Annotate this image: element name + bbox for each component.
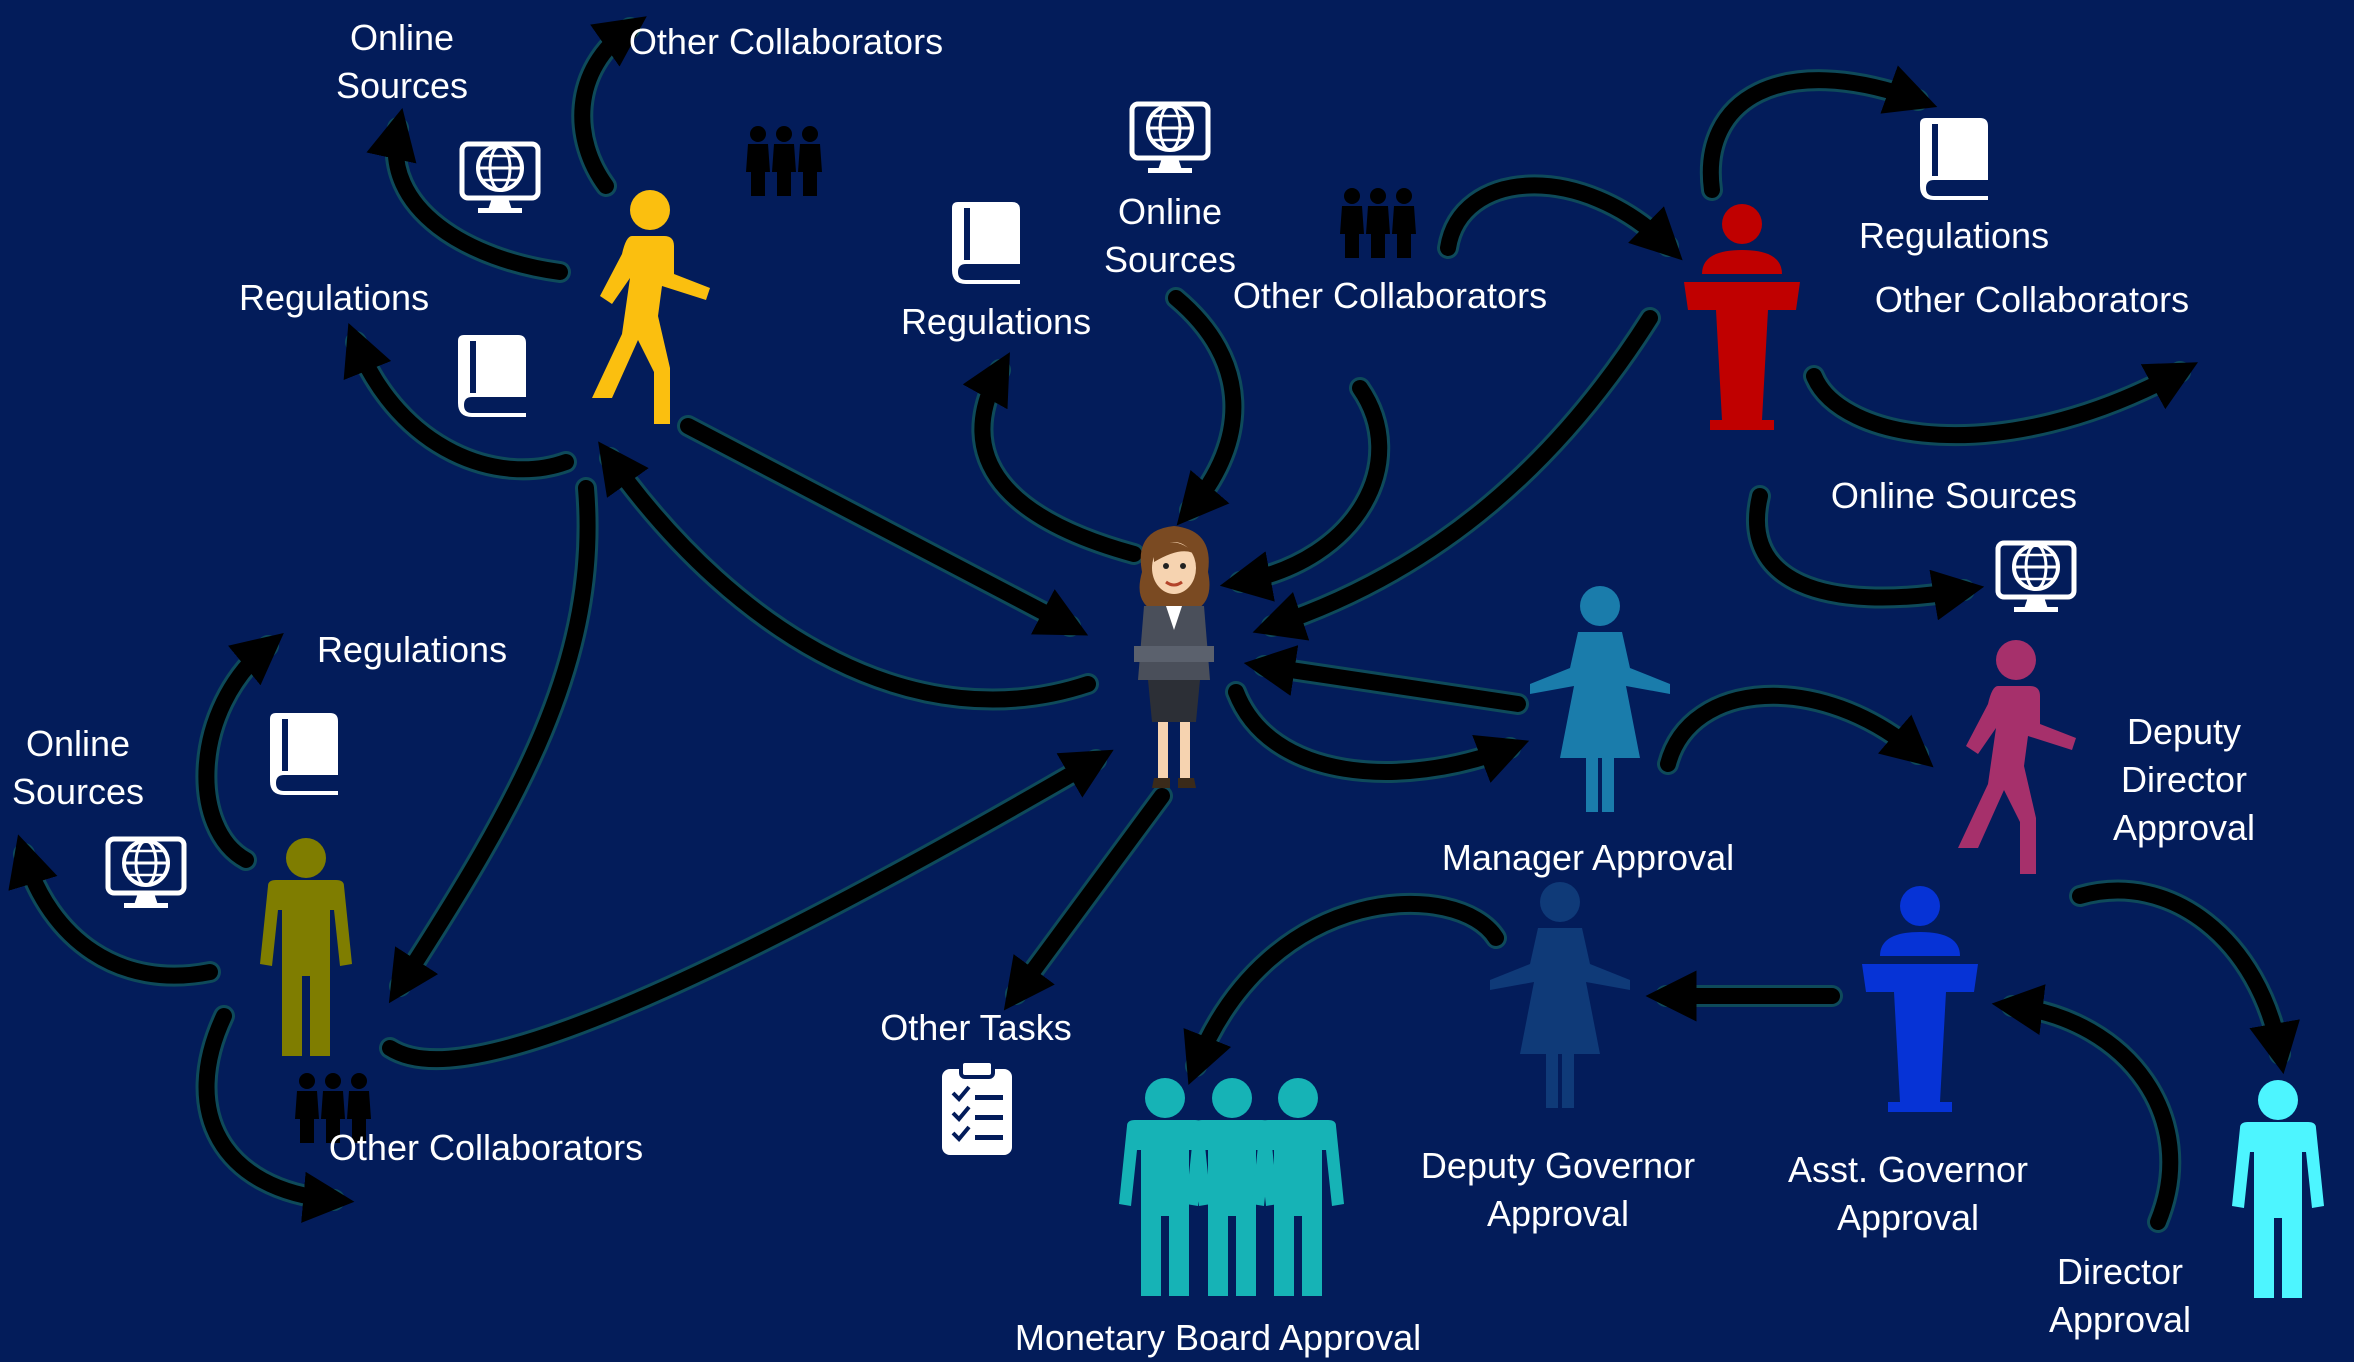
connector-arrow (1440, 177, 1683, 261)
book-icon (952, 202, 1020, 284)
connector-arrow (366, 107, 568, 280)
globe-computer-icon (1998, 543, 2074, 612)
connector-arrow (388, 480, 596, 1004)
connector-arrow (8, 834, 218, 984)
connector-arrow (1806, 362, 2198, 444)
connector-arrow-outline (389, 477, 599, 997)
book-icon (1920, 118, 1988, 200)
people-group-icon (746, 126, 822, 196)
book-icon (270, 713, 338, 795)
globe-computer-icon (1132, 104, 1208, 173)
connector-arrow (1660, 687, 1934, 772)
manager-figure-icon (1530, 586, 1670, 812)
connector-arrow (1228, 684, 1530, 783)
deputy-governor-figure-icon (1490, 882, 1630, 1108)
connector-arrow (1252, 310, 1658, 641)
connector-arrow (1748, 488, 1985, 621)
connector-arrow (962, 352, 1142, 562)
businesswoman-avatar (1134, 526, 1214, 788)
connector-arrow (1991, 984, 2179, 1230)
clipboard-checklist-icon (942, 1059, 1012, 1155)
speaker-podium-icon (1684, 204, 1800, 430)
connector-arrow-outline (1261, 307, 1661, 637)
connector-arrow (1219, 380, 1388, 602)
people-group-icon (1340, 188, 1416, 258)
connector-arrow (1183, 895, 1504, 1086)
board-group-icon (1119, 1078, 1344, 1296)
standing-person-icon (260, 838, 352, 1056)
people-group-icon (295, 1073, 371, 1143)
asst-governor-podium-icon (1862, 886, 1978, 1112)
director-figure-icon (2232, 1080, 2324, 1298)
globe-computer-icon (108, 839, 184, 908)
connector-arrow (343, 322, 574, 478)
connector-arrow (382, 749, 1114, 1068)
connector-arrow (680, 418, 1089, 636)
deputy-director-figure-icon (1958, 640, 2076, 874)
connector-arrow (1003, 788, 1170, 1011)
walking-person-icon (592, 190, 710, 424)
connector-arrow (198, 632, 284, 868)
connector-arrow (198, 1008, 355, 1223)
connector-arrow (1168, 290, 1242, 526)
connector-arrow (2072, 882, 2300, 1075)
connector-arrow (1702, 65, 1938, 198)
connector-arrow (574, 16, 647, 194)
globe-computer-icon (462, 144, 538, 213)
connector-arrow-outline (379, 749, 1107, 1071)
connector-arrow (598, 441, 1096, 708)
book-icon (458, 335, 526, 417)
connector-arrow (1243, 645, 1526, 712)
